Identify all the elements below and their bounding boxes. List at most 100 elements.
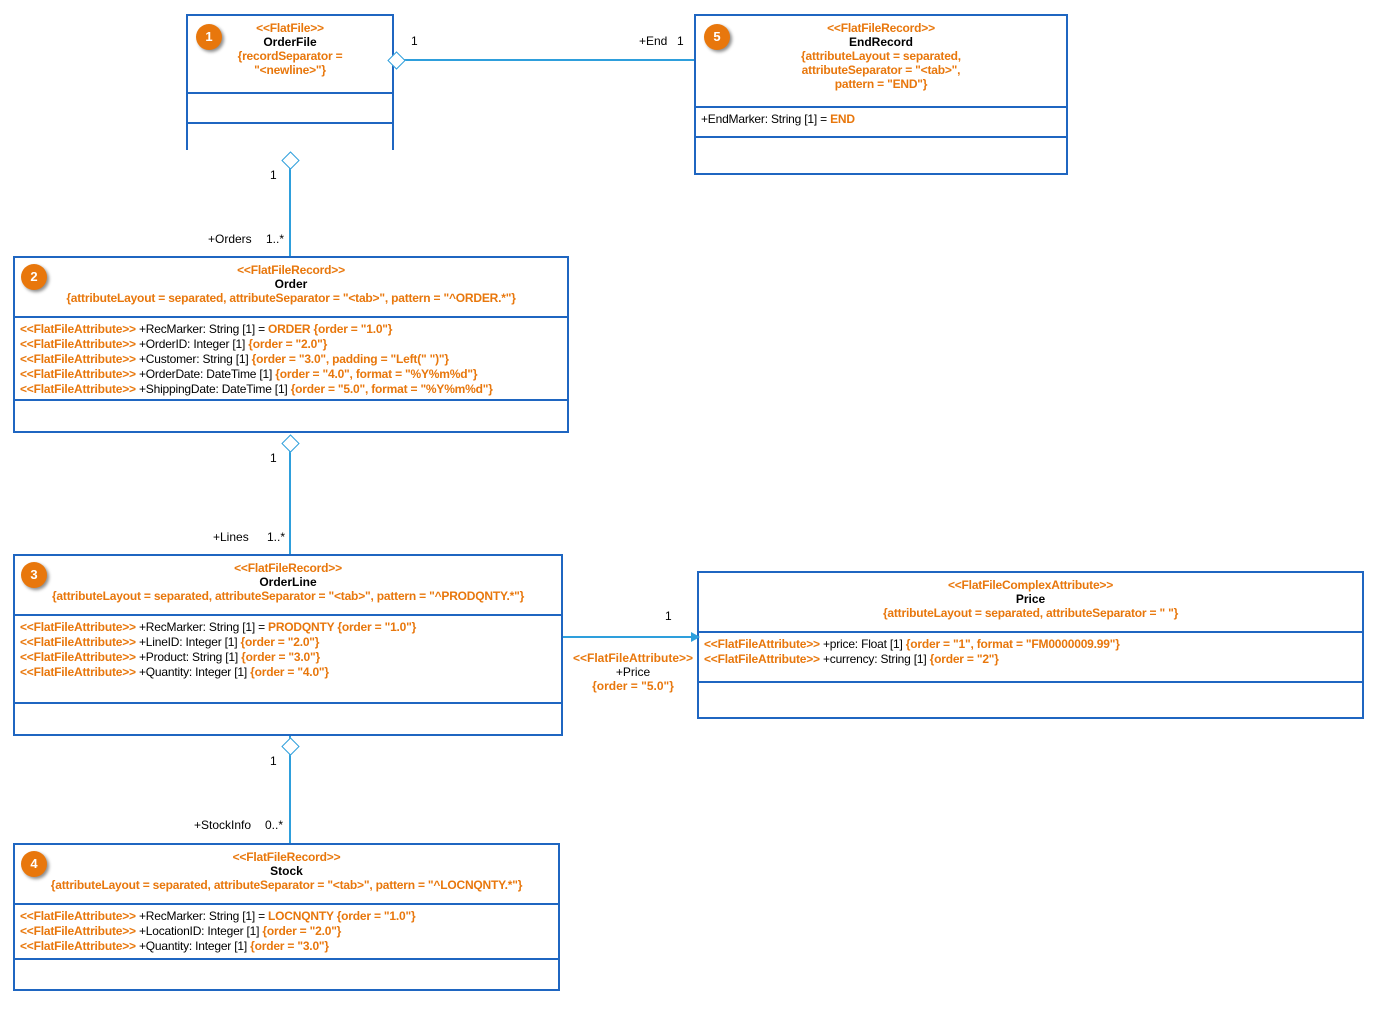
attribute-row[interactable]: <<FlatFileAttribute>> +Quantity: Integer… (20, 939, 553, 954)
connector-price-props: {order = "5.0"} (592, 679, 674, 693)
attribute-row[interactable]: <<FlatFileAttribute>> +RecMarker: String… (20, 322, 562, 337)
aggregation-diamond-order-orderline (281, 434, 300, 453)
attribute-stereotype: <<FlatFileAttribute>> (20, 924, 136, 938)
class-attributes-orderfile (188, 92, 392, 122)
class-box-stock[interactable]: 4 <<FlatFileRecord>> Stock {attributeLay… (13, 843, 560, 991)
connector-label-orderfile-order-source-mult: 1 (270, 168, 277, 182)
attribute-stereotype: <<FlatFileAttribute>> (20, 382, 136, 396)
class-box-endrecord[interactable]: 5 <<FlatFileRecord>> EndRecord {attribut… (694, 14, 1068, 175)
class-stereotype-orderline: <<FlatFileRecord>> (234, 561, 342, 575)
class-header-price: <<FlatFileComplexAttribute>> Price {attr… (699, 573, 1362, 631)
class-box-price[interactable]: <<FlatFileComplexAttribute>> Price {attr… (697, 571, 1364, 719)
aggregation-diamond-orderfile-order (281, 151, 300, 170)
attribute-row[interactable]: <<FlatFileAttribute>> +LineID: Integer [… (20, 635, 556, 650)
connector-price-rolename: +Price (615, 665, 651, 679)
connector-label-orderfile-endrecord-target-mult: 1 (677, 34, 684, 48)
attribute-signature: +RecMarker: String [1] = (135, 909, 269, 923)
attribute-props: {order = "1.0"} (313, 322, 393, 336)
attribute-row[interactable]: <<FlatFileAttribute>> +Product: String [… (20, 650, 556, 665)
attribute-signature: +Product: String [1] (135, 650, 242, 664)
connector-price-stereotype: <<FlatFileAttribute>> (572, 651, 694, 665)
attribute-signature: +OrderDate: DateTime [1] (135, 367, 276, 381)
attribute-default-value: ORDER (268, 322, 314, 336)
attribute-props: {order = "2.0"} (262, 924, 342, 938)
class-operations-price (699, 681, 1362, 717)
connector-label-orderline-stock-target-mult: 0..* (265, 818, 284, 832)
attribute-signature: +RecMarker: String [1] = (135, 620, 269, 634)
attribute-row[interactable]: <<FlatFileAttribute>> +price: Float [1] … (704, 637, 1357, 652)
class-operations-orderfile (188, 122, 392, 150)
class-header-order: <<FlatFileRecord>> Order {attributeLayou… (15, 258, 567, 316)
attribute-stereotype: <<FlatFileAttribute>> (20, 939, 136, 953)
connector-orderline-price[interactable] (563, 636, 693, 638)
attribute-stereotype: <<FlatFileAttribute>> (20, 650, 136, 664)
connector-orderfile-order[interactable] (289, 160, 291, 256)
class-header-endrecord: <<FlatFileRecord>> EndRecord {attributeL… (696, 16, 1066, 106)
class-props-endrecord-line1: {attributeLayout = separated, (801, 49, 961, 63)
attribute-row[interactable]: <<FlatFileAttribute>> +ShippingDate: Dat… (20, 382, 562, 397)
class-operations-order (15, 399, 567, 431)
badge-stock: 4 (21, 851, 47, 877)
attribute-props: {order = "2"} (929, 652, 999, 666)
attribute-signature: +LocationID: Integer [1] (135, 924, 263, 938)
attribute-stereotype: <<FlatFileAttribute>> (20, 665, 136, 679)
attribute-props: {order = "5.0", format = "%Y%m%d"} (290, 382, 493, 396)
class-props-orderline-line1: {attributeLayout = separated, attributeS… (51, 589, 525, 603)
class-props-endrecord-line2: attributeSeparator = "<tab>", (801, 63, 961, 77)
connector-order-orderline[interactable] (289, 448, 291, 554)
class-operations-stock (15, 958, 558, 989)
class-stereotype-orderfile: <<FlatFile>> (256, 21, 324, 35)
connector-label-orderline-price-target-mult: 1 (665, 609, 672, 623)
attribute-stereotype: <<FlatFileAttribute>> (20, 352, 136, 366)
class-header-stock: <<FlatFileRecord>> Stock {attributeLayou… (15, 845, 558, 903)
badge-orderline: 3 (21, 562, 47, 588)
attribute-row[interactable]: +EndMarker: String [1] = END (701, 112, 1061, 127)
class-props-stock-line1: {attributeLayout = separated, attributeS… (50, 878, 523, 892)
class-props-orderfile-line2: "<newline>"} (254, 63, 326, 77)
attribute-props: {order = "1.0"} (336, 909, 416, 923)
badge-orderfile: 1 (196, 24, 222, 50)
attribute-row[interactable]: <<FlatFileAttribute>> +RecMarker: String… (20, 620, 556, 635)
attribute-props: {order = "1", format = "FM0000009.99"} (905, 637, 1120, 651)
class-name-stock: Stock (270, 864, 303, 878)
attribute-row[interactable]: <<FlatFileAttribute>> +Customer: String … (20, 352, 562, 367)
attribute-row[interactable]: <<FlatFileAttribute>> +currency: String … (704, 652, 1357, 667)
connector-label-orderline-stock-source-mult: 1 (270, 754, 277, 768)
connector-label-orderfile-order-target-role: +Orders (208, 232, 252, 246)
connector-label-orderfile-endrecord-source-mult: 1 (411, 34, 418, 48)
connector-label-order-orderline-source-mult: 1 (270, 451, 277, 465)
badge-order: 2 (21, 264, 47, 290)
attribute-row[interactable]: <<FlatFileAttribute>> +LocationID: Integ… (20, 924, 553, 939)
attribute-props: {order = "3.0", padding = "Left(" ")"} (251, 352, 449, 366)
attribute-row[interactable]: <<FlatFileAttribute>> +OrderID: Integer … (20, 337, 562, 352)
connector-label-order-orderline-target-role: +Lines (213, 530, 249, 544)
class-box-orderfile[interactable]: 1 <<FlatFile>> OrderFile {recordSeparato… (186, 14, 394, 150)
connector-label-orderline-stock-target-role: +StockInfo (194, 818, 252, 832)
attribute-stereotype: <<FlatFileAttribute>> (20, 909, 136, 923)
connector-orderfile-endrecord[interactable] (396, 59, 696, 61)
attribute-stereotype: <<FlatFileAttribute>> (20, 367, 136, 381)
class-name-endrecord: EndRecord (848, 35, 913, 49)
class-stereotype-endrecord: <<FlatFileRecord>> (827, 21, 935, 35)
class-name-order: Order (274, 277, 308, 291)
class-name-orderline: OrderLine (259, 575, 317, 589)
attribute-default-value: END (830, 112, 855, 126)
attribute-row[interactable]: <<FlatFileAttribute>> +OrderDate: DateTi… (20, 367, 562, 382)
attribute-stereotype: <<FlatFileAttribute>> (704, 652, 820, 666)
attribute-row[interactable]: <<FlatFileAttribute>> +RecMarker: String… (20, 909, 553, 924)
attribute-props: {order = "2.0"} (248, 337, 328, 351)
connector-label-order-orderline-target-mult: 1..* (267, 530, 286, 544)
connector-orderline-stock[interactable] (289, 736, 291, 843)
attribute-row[interactable]: <<FlatFileAttribute>> +Quantity: Integer… (20, 665, 556, 680)
attribute-default-value: PRODQNTY (268, 620, 338, 634)
attribute-signature: +OrderID: Integer [1] (135, 337, 249, 351)
connector-label-orderline-price: <<FlatFileAttribute>> +Price {order = "5… (503, 651, 763, 693)
attribute-signature: +RecMarker: String [1] = (135, 322, 269, 336)
class-box-orderline[interactable]: 3 <<FlatFileRecord>> OrderLine {attribut… (13, 554, 563, 736)
class-box-order[interactable]: 2 <<FlatFileRecord>> Order {attributeLay… (13, 256, 569, 433)
attribute-default-value: LOCNQNTY (268, 909, 337, 923)
attribute-signature: +Customer: String [1] (135, 352, 252, 366)
class-header-orderfile: <<FlatFile>> OrderFile {recordSeparator … (188, 16, 392, 92)
connector-label-orderfile-endrecord-target-role: +End (639, 34, 668, 48)
